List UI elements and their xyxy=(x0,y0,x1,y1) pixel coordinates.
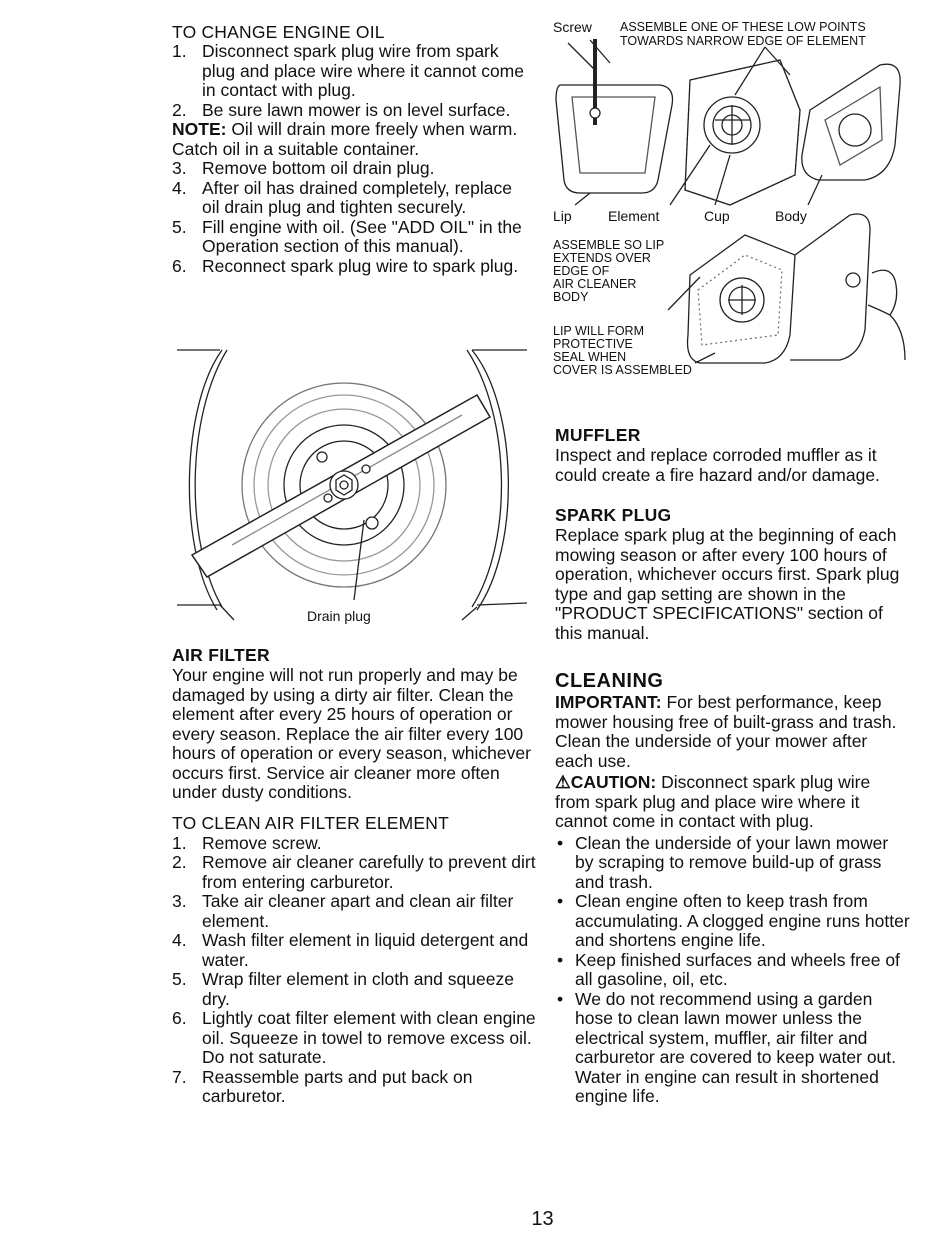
lip-note-line: ASSEMBLE SO LIP xyxy=(553,238,664,252)
blade-drain-plug-figure: Drain plug xyxy=(177,349,528,624)
body-label: Body xyxy=(775,208,807,224)
muffler-heading: MUFFLER xyxy=(555,425,641,445)
air-filter-body: Your engine will not run properly and ma… xyxy=(172,665,531,802)
page-number: 13 xyxy=(531,1208,554,1230)
list-item: 3.Take air cleaner apart and clean air f… xyxy=(172,891,514,931)
oil-steps-list-2: 3.Remove bottom oil drain plug. 4.After … xyxy=(172,158,532,276)
air-filter-heading: AIR FILTER xyxy=(172,645,270,665)
seal-note-line: COVER IS ASSEMBLED xyxy=(553,363,692,377)
important-label: IMPORTANT: xyxy=(555,692,662,712)
seal-note-line: PROTECTIVE xyxy=(553,337,633,351)
lip-note-line: AIR CLEANER xyxy=(553,277,636,291)
list-item: 2.Remove air cleaner carefully to preven… xyxy=(172,852,536,892)
air-filter-section: AIR FILTER Your engine will not run prop… xyxy=(172,644,537,1107)
clean-filter-heading: TO CLEAN AIR FILTER ELEMENT xyxy=(172,812,450,833)
list-item: 2.Be sure lawn mower is on level surface… xyxy=(172,99,511,120)
seal-note-line: LIP WILL FORM xyxy=(553,324,644,338)
list-item: 5.Fill engine with oil. (See "ADD OIL" i… xyxy=(172,216,522,256)
lip-note-line: EXTENDS OVER xyxy=(553,251,651,265)
muffler-body: Inspect and replace corroded muffler as … xyxy=(555,445,880,485)
list-item: •Clean the underside of your lawn mower … xyxy=(557,832,889,892)
spark-plug-heading: SPARK PLUG xyxy=(555,505,672,525)
list-item: 6.Lightly coat filter element with clean… xyxy=(172,1008,536,1067)
lip-label: Lip xyxy=(553,208,572,224)
list-item: •Keep finished surfaces and wheels free … xyxy=(557,949,900,989)
element-label: Element xyxy=(608,208,659,224)
list-item: 1.Remove screw. xyxy=(172,832,322,853)
list-item: 4.Wash filter element in liquid detergen… xyxy=(172,930,529,970)
seal-note-line: SEAL WHEN xyxy=(553,350,626,364)
assemble-note-line-2: TOWARDS NARROW EDGE OF ELEMENT xyxy=(620,34,866,48)
warning-triangle-icon: ⚠ xyxy=(555,772,571,792)
list-item: 1.Disconnect spark plug wire from spark … xyxy=(172,41,524,100)
list-item: 4.After oil has drained completely, repl… xyxy=(172,177,512,217)
list-item: •We do not recommend using a garden hose… xyxy=(557,988,897,1106)
caution-label: CAUTION: xyxy=(570,772,657,792)
left-column: TO CHANGE ENGINE OIL 1.Disconnect spark … xyxy=(172,22,532,276)
air-filter-figure: Screw ASSEMBLE ONE OF THESE LOW POINTS T… xyxy=(553,19,906,377)
cleaning-heading: CLEANING xyxy=(555,670,664,692)
important-note: IMPORTANT: For best performance, keep mo… xyxy=(555,692,897,771)
caution-note: ⚠CAUTION: Disconnect spark plug wire fro… xyxy=(555,772,871,831)
list-item: 7.Reassemble parts and put back on carbu… xyxy=(172,1066,473,1106)
right-column: MUFFLER Inspect and replace corroded muf… xyxy=(555,424,910,1107)
air-filter-steps: 1.Remove screw. 2.Remove air cleaner car… xyxy=(172,832,537,1107)
drain-plug-label: Drain plug xyxy=(307,608,371,624)
spark-plug-body: Replace spark plug at the beginning of e… xyxy=(555,525,900,643)
lip-note-line: BODY xyxy=(553,290,589,304)
note-label: NOTE: xyxy=(172,119,227,139)
list-item: 5.Wrap filter element in cloth and squee… xyxy=(172,969,514,1009)
cup-label: Cup xyxy=(704,208,730,224)
cleaning-bullets: •Clean the underside of your lawn mower … xyxy=(555,832,910,1107)
list-item: 6.Reconnect spark plug wire to spark plu… xyxy=(172,255,519,276)
oil-note: NOTE: Oil will drain more freely when wa… xyxy=(172,119,518,159)
oil-change-heading: TO CHANGE ENGINE OIL xyxy=(172,22,385,42)
assemble-note-line-1: ASSEMBLE ONE OF THESE LOW POINTS xyxy=(620,20,866,34)
lip-note-line: EDGE OF xyxy=(553,264,610,278)
list-item: 3.Remove bottom oil drain plug. xyxy=(172,158,435,178)
list-item: •Clean engine often to keep trash from a… xyxy=(557,891,910,950)
oil-steps-list: 1.Disconnect spark plug wire from spark … xyxy=(172,41,532,120)
screw-label: Screw xyxy=(553,19,593,35)
